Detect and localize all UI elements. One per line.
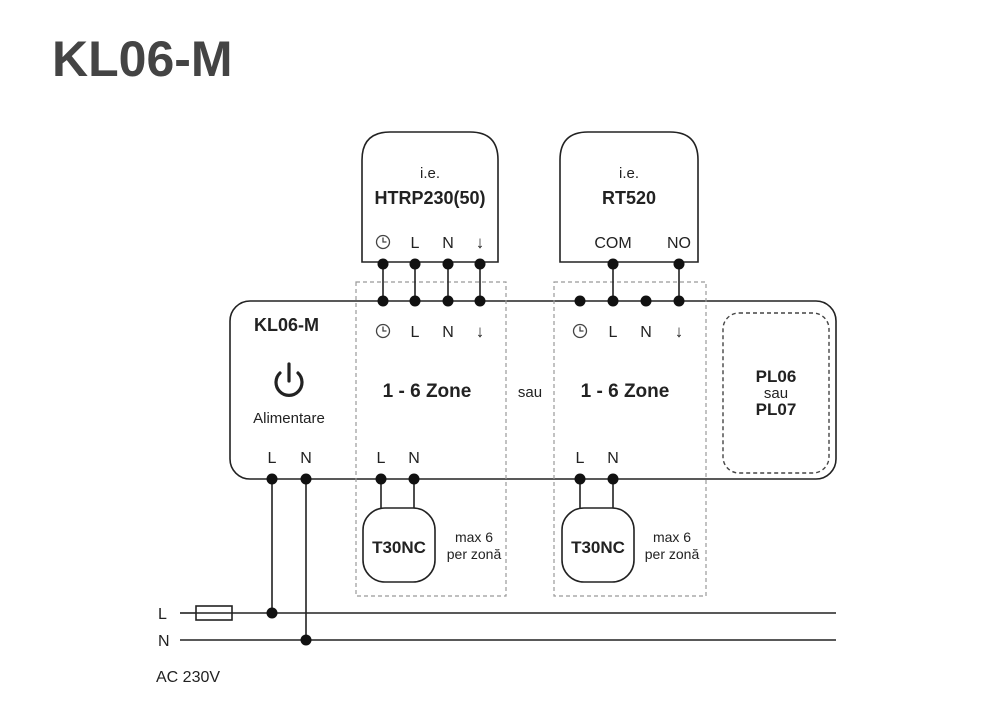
actuator-right bbox=[561, 507, 635, 583]
terminal-dot bbox=[375, 473, 387, 485]
actuator-right-note1: max 6 bbox=[653, 529, 691, 545]
actuator-left bbox=[362, 507, 436, 583]
terminal-dot bbox=[266, 473, 278, 485]
thermostat-ac-model: HTRP230(50) bbox=[374, 188, 485, 208]
thermostat-dry-prefix: i.e. bbox=[619, 165, 639, 182]
clock-icon bbox=[375, 323, 391, 339]
thermostat-ac-terminal-l: L bbox=[411, 235, 420, 252]
actuator-left-note2: per zonă bbox=[447, 546, 502, 562]
module-label: KL06-M bbox=[254, 315, 319, 335]
expansion-slot bbox=[722, 312, 830, 474]
zone-left-terminal-l: L bbox=[411, 324, 420, 341]
thermostat-ac-prefix: i.e. bbox=[420, 165, 440, 182]
thermostat-rt520 bbox=[559, 131, 699, 263]
thermostat-ac-terminal-n: N bbox=[442, 235, 454, 252]
terminal-dot bbox=[607, 295, 619, 307]
thermostat-dry-terminal-no: NO bbox=[667, 235, 691, 252]
terminal-dot bbox=[377, 258, 389, 270]
zone-left-bottom-n: N bbox=[408, 450, 420, 467]
actuator-left-note1: max 6 bbox=[455, 529, 493, 545]
zone-left-label: 1 - 6 Zone bbox=[383, 381, 472, 402]
terminal-dot bbox=[474, 295, 486, 307]
junction-dot bbox=[266, 607, 278, 619]
terminal-dot bbox=[574, 295, 586, 307]
terminal-dot bbox=[409, 295, 421, 307]
mains-supply-label: AC 230V bbox=[156, 669, 220, 686]
zone-right-terminal-out: ↓ bbox=[675, 322, 684, 341]
mains-label-n: N bbox=[158, 633, 170, 650]
page-title: KL06-M bbox=[52, 31, 233, 87]
clock-icon bbox=[375, 234, 391, 250]
module-housing bbox=[229, 300, 837, 480]
terminal-dot bbox=[673, 258, 685, 270]
zone-right-bottom-l: L bbox=[576, 450, 585, 467]
terminal-dot bbox=[574, 473, 586, 485]
zone-left-area bbox=[355, 281, 507, 597]
terminal-dot bbox=[442, 295, 454, 307]
actuator-right-note2: per zonă bbox=[645, 546, 700, 562]
zone-left-terminal-out: ↓ bbox=[476, 322, 485, 341]
zone-left-terminal-n: N bbox=[442, 324, 454, 341]
terminal-dot bbox=[409, 258, 421, 270]
zone-left-bottom-l: L bbox=[377, 450, 386, 467]
zone-right-terminal-n: N bbox=[640, 324, 652, 341]
terminal-dot bbox=[640, 295, 652, 307]
thermostat-htrp230 bbox=[361, 131, 499, 263]
thermostat-dry-terminal-com: COM bbox=[594, 235, 631, 252]
terminal-dot bbox=[408, 473, 420, 485]
separator-label: sau bbox=[518, 384, 542, 401]
terminal-dot bbox=[607, 258, 619, 270]
power-icon bbox=[274, 362, 304, 397]
terminal-dot bbox=[474, 258, 486, 270]
zone-right-area bbox=[553, 281, 707, 597]
expansion-line3: PL07 bbox=[756, 400, 797, 419]
zone-right-bottom-n: N bbox=[607, 450, 619, 467]
actuator-right-label: T30NC bbox=[571, 538, 625, 557]
power-terminal-l: L bbox=[268, 450, 277, 467]
actuator-left-label: T30NC bbox=[372, 538, 426, 557]
terminal-dot bbox=[442, 258, 454, 270]
thermostat-ac-terminal-out: ↓ bbox=[476, 233, 485, 252]
thermostat-dry-model: RT520 bbox=[602, 188, 656, 208]
mains-label-l: L bbox=[158, 606, 167, 623]
zone-right-label: 1 - 6 Zone bbox=[581, 381, 670, 402]
power-terminal-n: N bbox=[300, 450, 312, 467]
expansion-line2: sau bbox=[764, 385, 788, 402]
terminal-dot bbox=[300, 473, 312, 485]
clock-icon bbox=[572, 323, 588, 339]
junction-dot bbox=[300, 634, 312, 646]
zone-right-terminal-l: L bbox=[609, 324, 618, 341]
terminal-dot bbox=[377, 295, 389, 307]
expansion-line1: PL06 bbox=[756, 367, 797, 386]
terminal-dot bbox=[673, 295, 685, 307]
terminal-dot bbox=[607, 473, 619, 485]
power-label: Alimentare bbox=[253, 410, 325, 427]
